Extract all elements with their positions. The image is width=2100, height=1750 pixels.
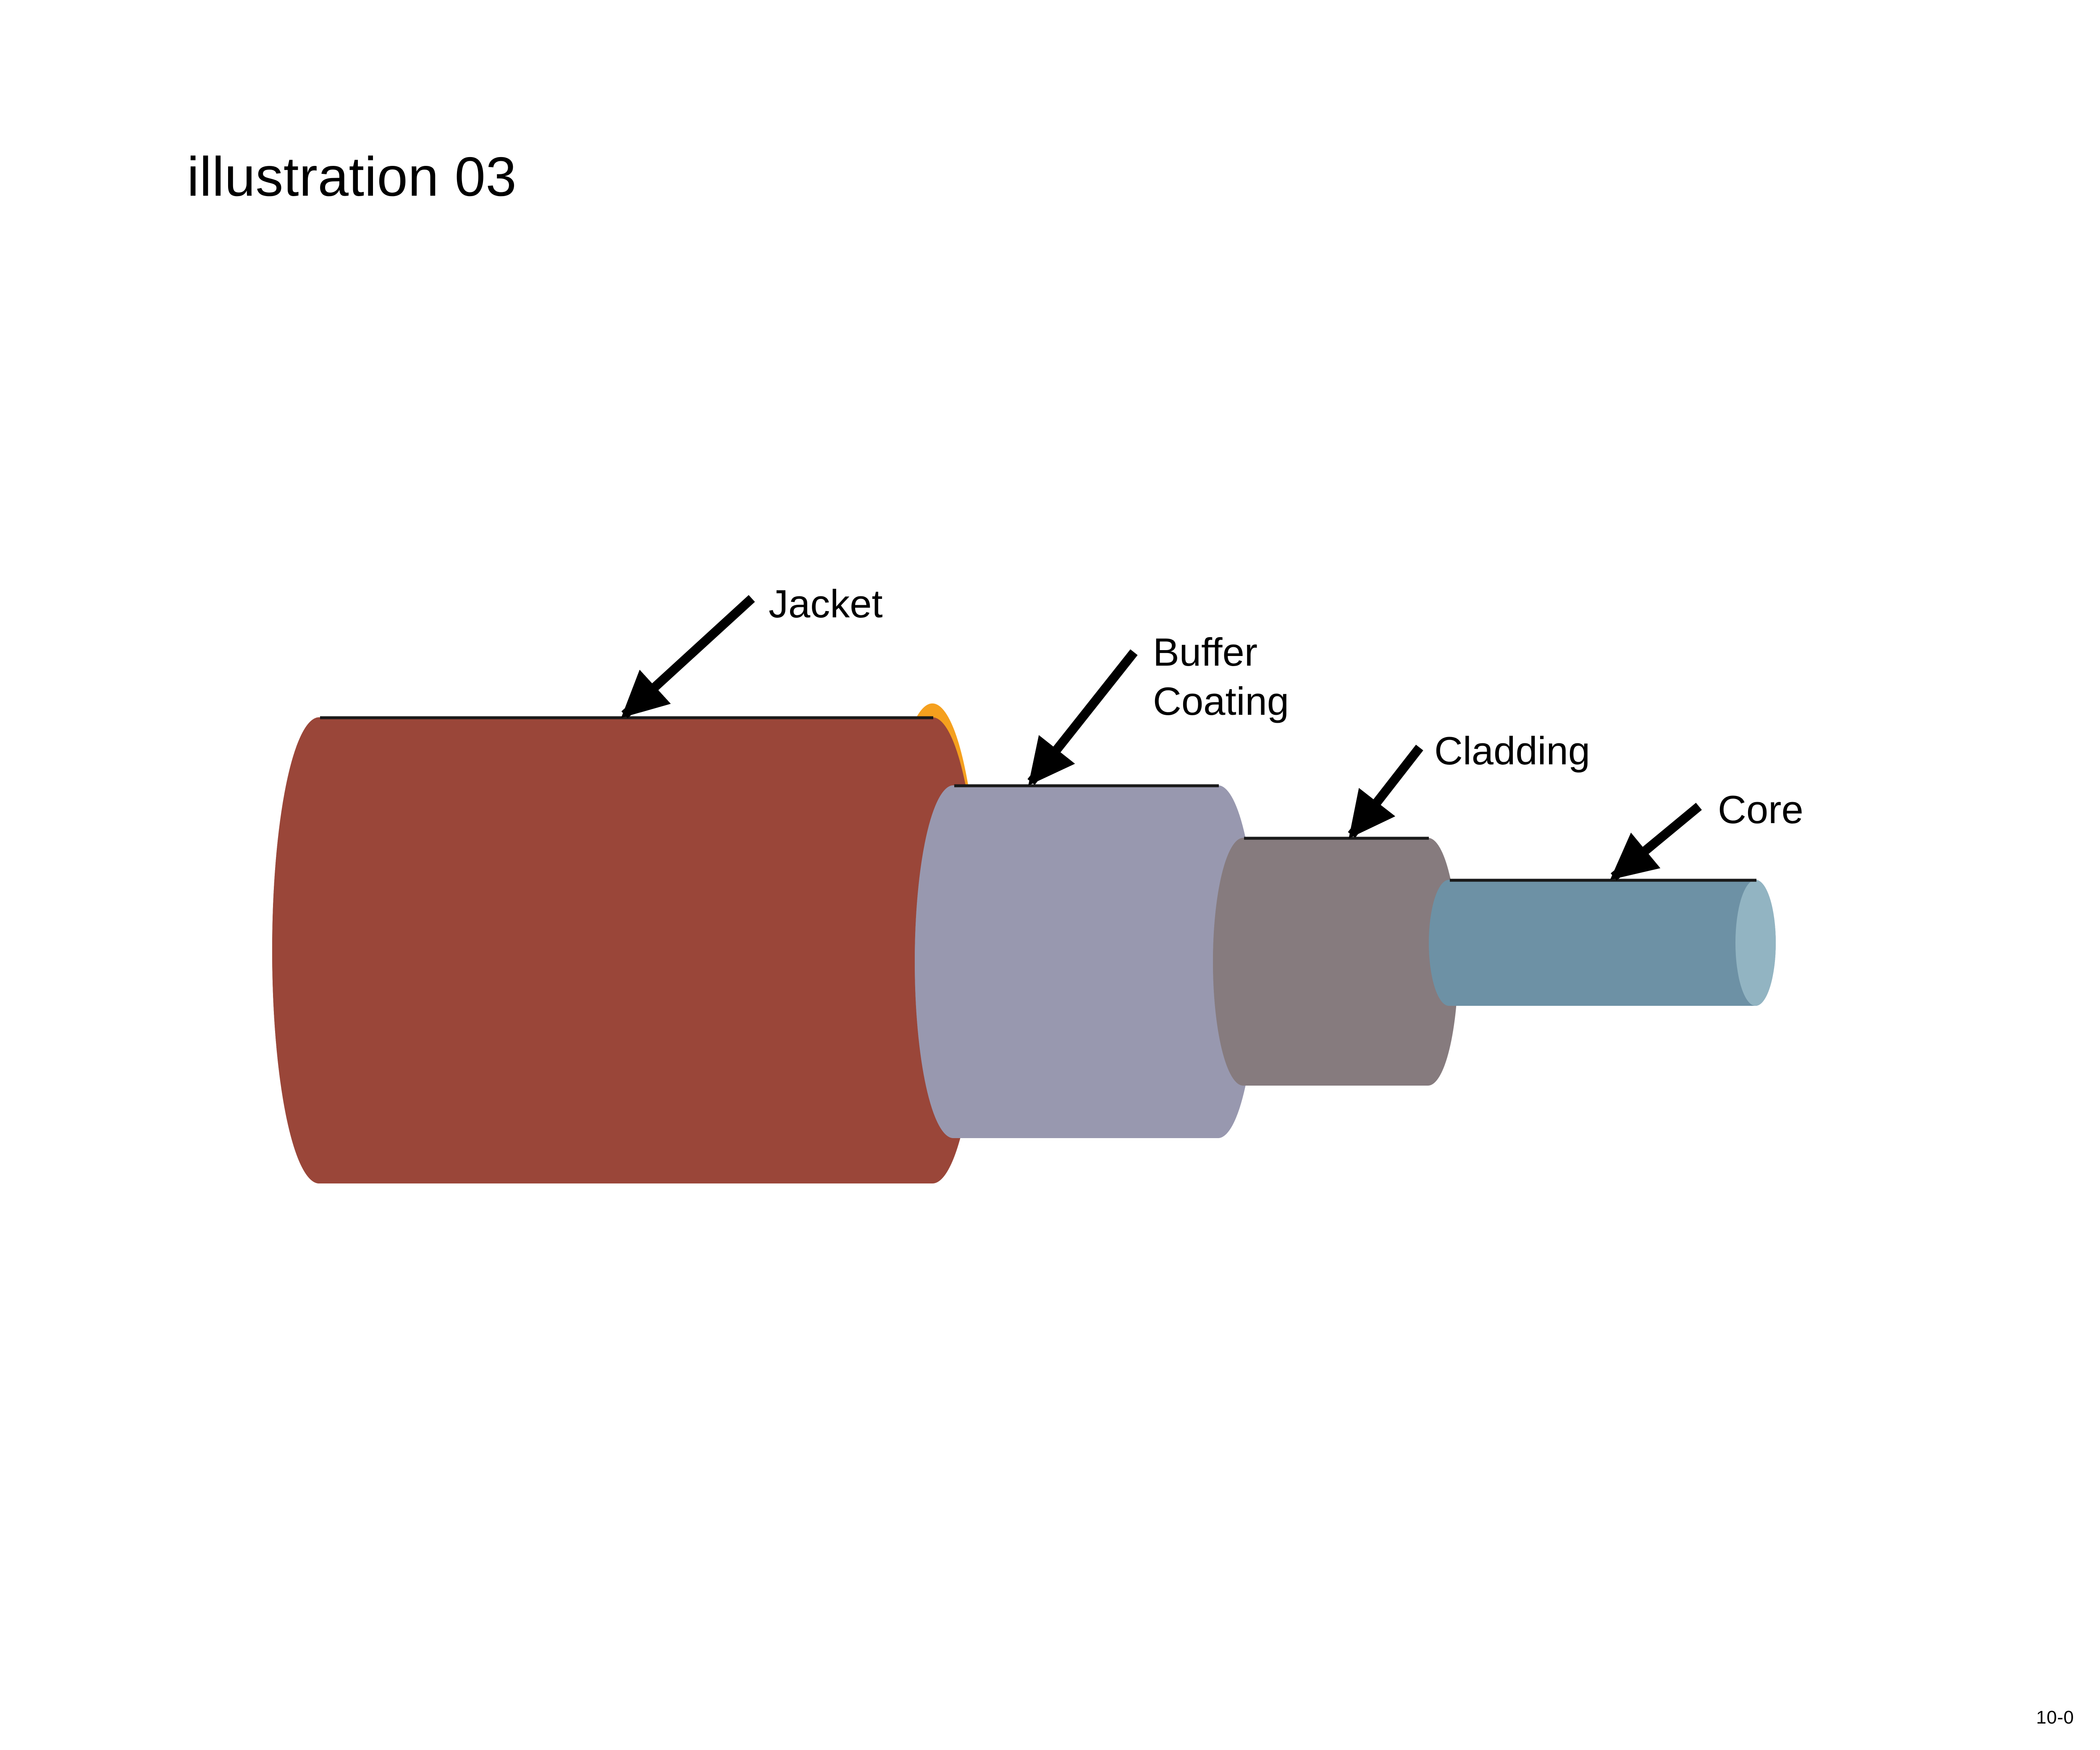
layer-core[interactable] — [1429, 879, 1776, 1006]
page-number: 10-0 — [2036, 1707, 2074, 1728]
cladding-left-cap — [1213, 838, 1273, 1086]
core-leader-arrow — [1610, 803, 1702, 881]
buffer-coating-left-cap — [915, 785, 992, 1138]
label-buffer-line1: Buffer — [1153, 630, 1257, 674]
buffer-coating-body — [915, 785, 1257, 1138]
layer-jacket[interactable] — [272, 703, 979, 1183]
jacket-left-cap — [272, 717, 366, 1183]
label-cladding: Cladding — [1434, 729, 1590, 773]
core-body — [1429, 880, 1776, 1006]
label-jacket: Jacket — [769, 582, 883, 626]
jacket-body — [272, 717, 979, 1183]
page-title: illustration 03 — [187, 146, 517, 207]
layer-buffer-coating[interactable] — [915, 784, 1257, 1138]
core-right-cap — [1735, 880, 1776, 1006]
cladding-body — [1213, 838, 1458, 1086]
callout-labels: Jacket Buffer Coating Cladding Core — [769, 582, 1803, 832]
callout-arrows — [621, 595, 1702, 881]
jacket-leader-arrow — [621, 595, 755, 719]
cladding-leader-arrow — [1348, 745, 1423, 839]
core-left-cap — [1429, 880, 1469, 1006]
buffer-coating-leader-arrow — [1027, 649, 1138, 786]
layer-cladding[interactable] — [1213, 837, 1458, 1086]
label-buffer-line2: Coating — [1153, 679, 1289, 723]
label-core: Core — [1718, 787, 1803, 832]
